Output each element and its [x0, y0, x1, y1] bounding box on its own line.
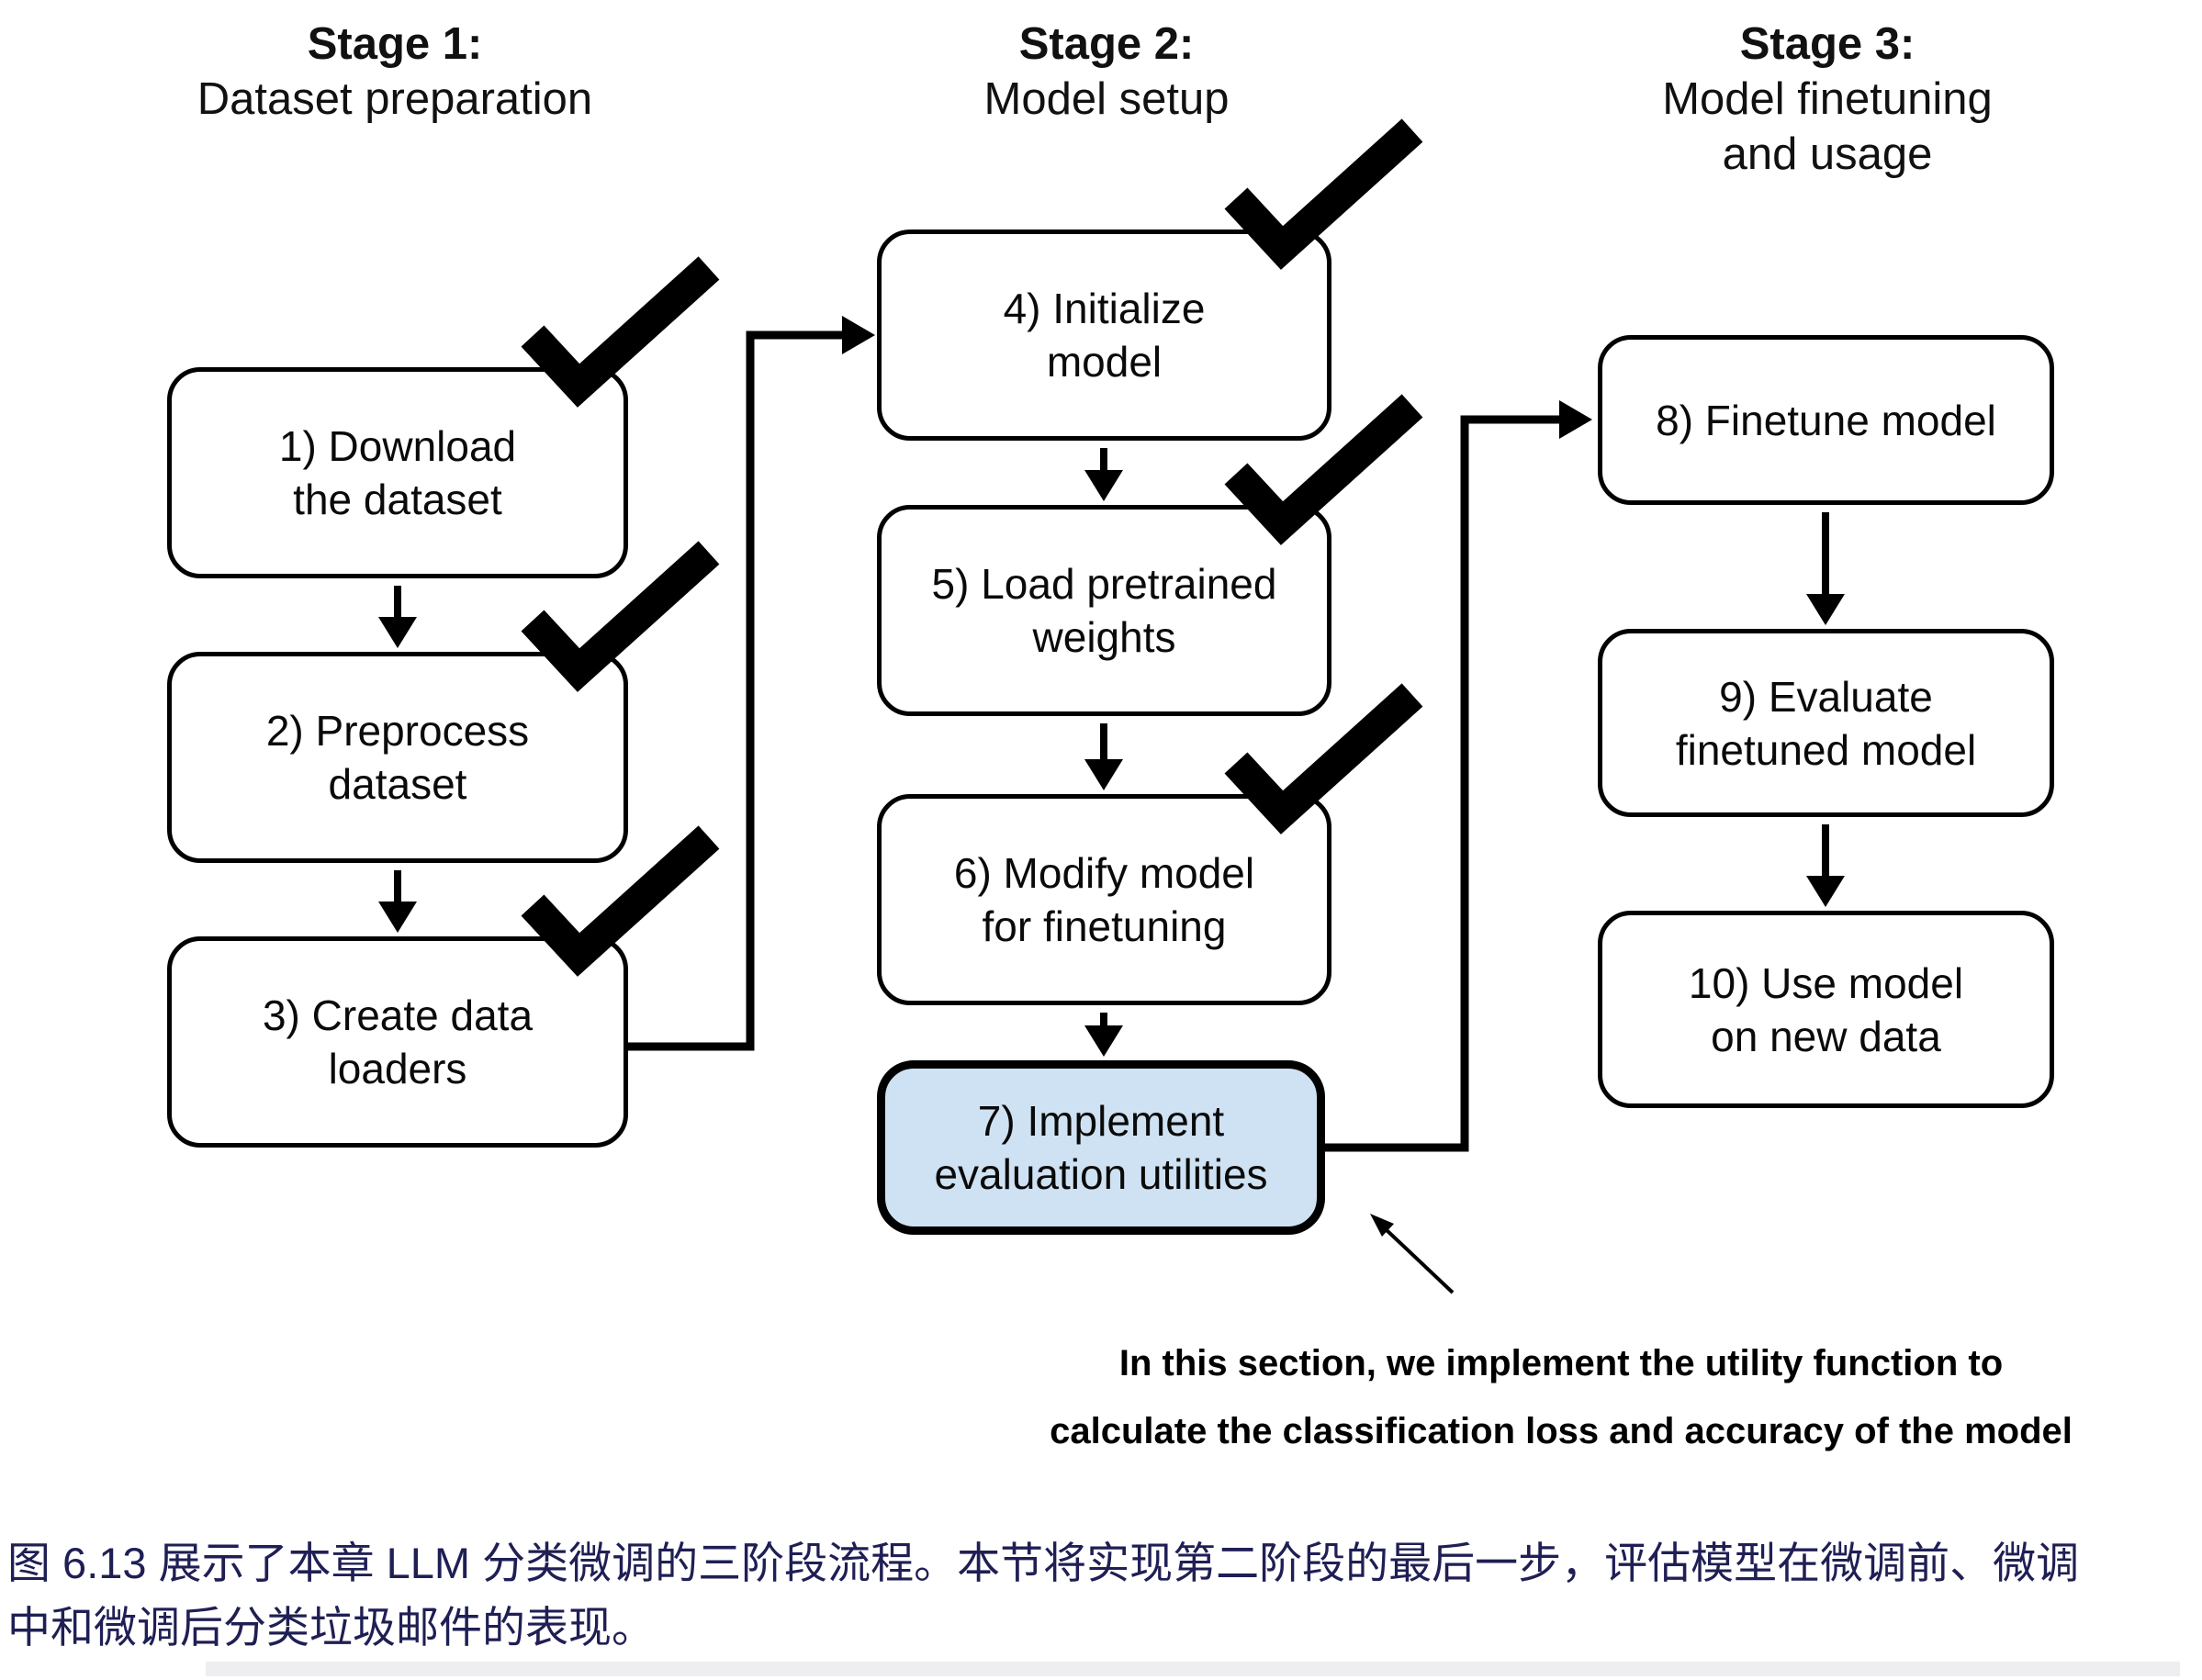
connector-step7-to-step8	[1325, 400, 1592, 1152]
arrow-down-icon	[378, 870, 417, 933]
bottom-highlight-band	[206, 1662, 2180, 1676]
annotation-text: In this section, we implement the utilit…	[946, 1329, 2176, 1465]
step-4-label: 4) Initialize model	[1003, 285, 1206, 386]
stage-3-heading: Stage 3: Model finetuning and usage	[1602, 17, 2052, 182]
step-3-label: 3) Create data loaders	[262, 991, 534, 1092]
stage-2-title: Stage 2:	[1018, 19, 1195, 69]
step-box-2-preprocess-dataset: 2) Preprocess dataset	[167, 652, 628, 863]
step-box-6-modify-model: 6) Modify model for finetuning	[877, 794, 1331, 1005]
stage-1-title: Stage 1:	[307, 19, 483, 69]
step-box-3-create-data-loaders: 3) Create data loaders	[167, 936, 628, 1148]
step-box-4-initialize-model: 4) Initialize model	[877, 230, 1331, 441]
step-9-label: 9) Evaluate finetuned model	[1675, 672, 1977, 774]
step-7-label: 7) Implement evaluation utilities	[934, 1097, 1268, 1198]
stage-1-subtitle: Dataset preparation	[197, 74, 593, 124]
stage-2-heading: Stage 2: Model setup	[882, 17, 1331, 127]
stage-3-subtitle: Model finetuning and usage	[1662, 74, 1993, 179]
step-6-label: 6) Modify model for finetuning	[953, 849, 1255, 950]
step-5-label: 5) Load pretrained weights	[931, 560, 1277, 661]
stage-1-heading: Stage 1: Dataset preparation	[147, 17, 643, 127]
step-8-label: 8) Finetune model	[1656, 396, 1996, 444]
arrow-down-icon	[1084, 723, 1123, 790]
step-box-1-download-dataset: 1) Download the dataset	[167, 367, 628, 578]
step-box-5-load-pretrained-weights: 5) Load pretrained weights	[877, 505, 1331, 716]
annotation-line-2: calculate the classification loss and ac…	[1050, 1411, 2073, 1451]
figure-caption: 图 6.13 展示了本章 LLM 分类微调的三阶段流程。本节将实现第二阶段的最后…	[7, 1539, 2080, 1652]
step-box-7-implement-evaluation-utilities: 7) Implement evaluation utilities	[877, 1060, 1325, 1235]
step-10-label: 10) Use model on new data	[1688, 958, 1964, 1060]
connector-step3-to-step4	[628, 316, 875, 1051]
stage-3-title: Stage 3:	[1739, 19, 1916, 69]
annotation-arrow-icon	[1370, 1214, 1455, 1294]
step-box-9-evaluate-finetuned-model: 9) Evaluate finetuned model	[1598, 629, 2054, 817]
stage-2-subtitle: Model setup	[983, 74, 1230, 124]
arrow-down-icon	[1806, 824, 1845, 907]
arrow-down-icon	[1806, 512, 1845, 625]
step-box-8-finetune-model: 8) Finetune model	[1598, 335, 2054, 505]
step-2-label: 2) Preprocess dataset	[265, 707, 530, 808]
arrow-down-icon	[1084, 448, 1123, 501]
step-1-label: 1) Download the dataset	[278, 422, 517, 523]
annotation-line-1: In this section, we implement the utilit…	[1118, 1343, 2004, 1383]
step-box-10-use-model: 10) Use model on new data	[1598, 911, 2054, 1108]
arrow-down-icon	[378, 586, 417, 648]
arrow-down-icon	[1084, 1013, 1123, 1057]
